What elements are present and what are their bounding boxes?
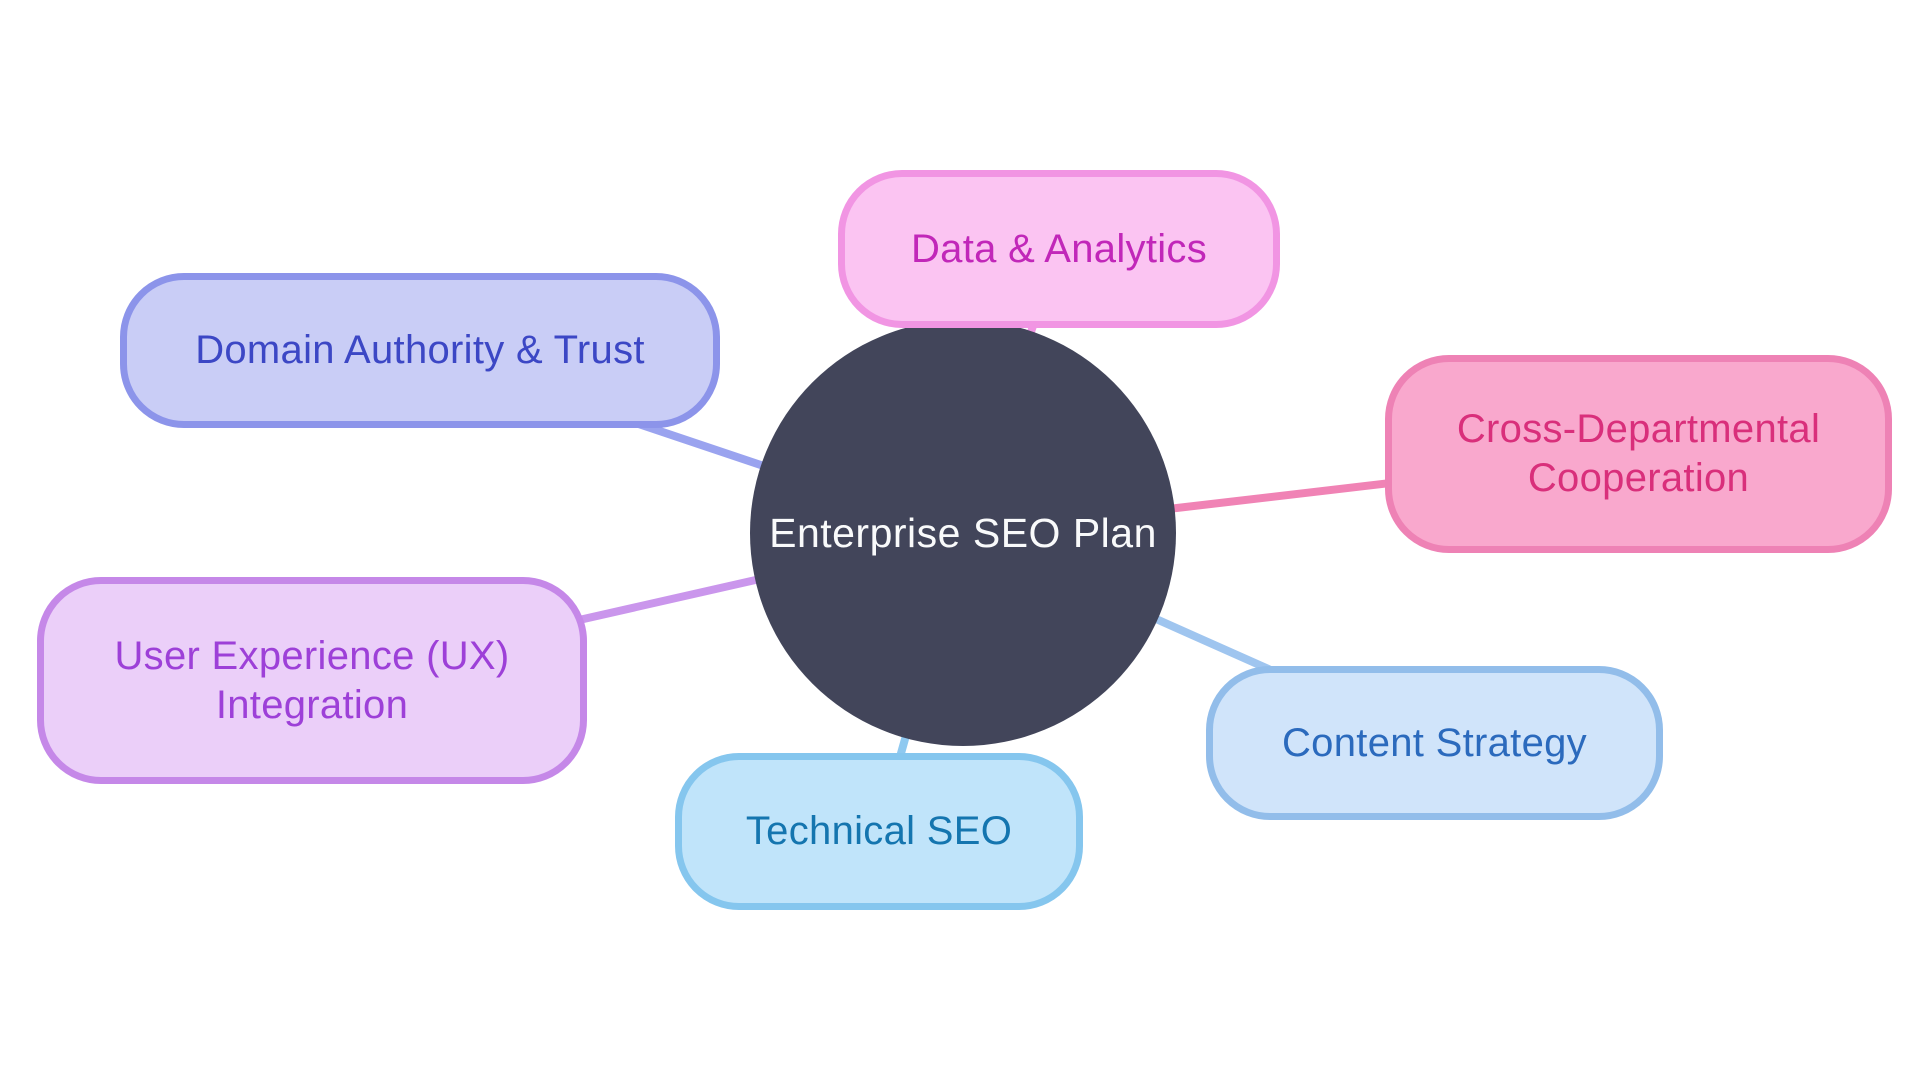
node-user-experience-ux-integration[interactable]: User Experience (UX) Integration [37, 577, 587, 784]
node-content-strategy[interactable]: Content Strategy [1206, 666, 1663, 820]
central-node-label: Enterprise SEO Plan [769, 509, 1157, 556]
node-label-technical-seo: Technical SEO [745, 809, 1013, 854]
central-node-enterprise-seo-plan[interactable]: Enterprise SEO Plan [750, 320, 1176, 746]
node-data-analytics[interactable]: Data & Analytics [838, 170, 1280, 328]
node-cross-departmental-cooperation[interactable]: Cross-Departmental Cooperation [1385, 355, 1892, 553]
node-label-user-experience-ux-integration: User Experience (UX) Integration [114, 633, 510, 727]
node-domain-authority-trust[interactable]: Domain Authority & Trust [120, 273, 720, 428]
node-label-content-strategy: Content Strategy [1282, 720, 1587, 765]
node-label-data-analytics: Data & Analytics [910, 226, 1208, 271]
node-label-domain-authority-trust: Domain Authority & Trust [195, 328, 645, 373]
node-label-cross-departmental-cooperation: Cross-Departmental Cooperation [1456, 407, 1821, 500]
node-technical-seo[interactable]: Technical SEO [675, 753, 1083, 910]
